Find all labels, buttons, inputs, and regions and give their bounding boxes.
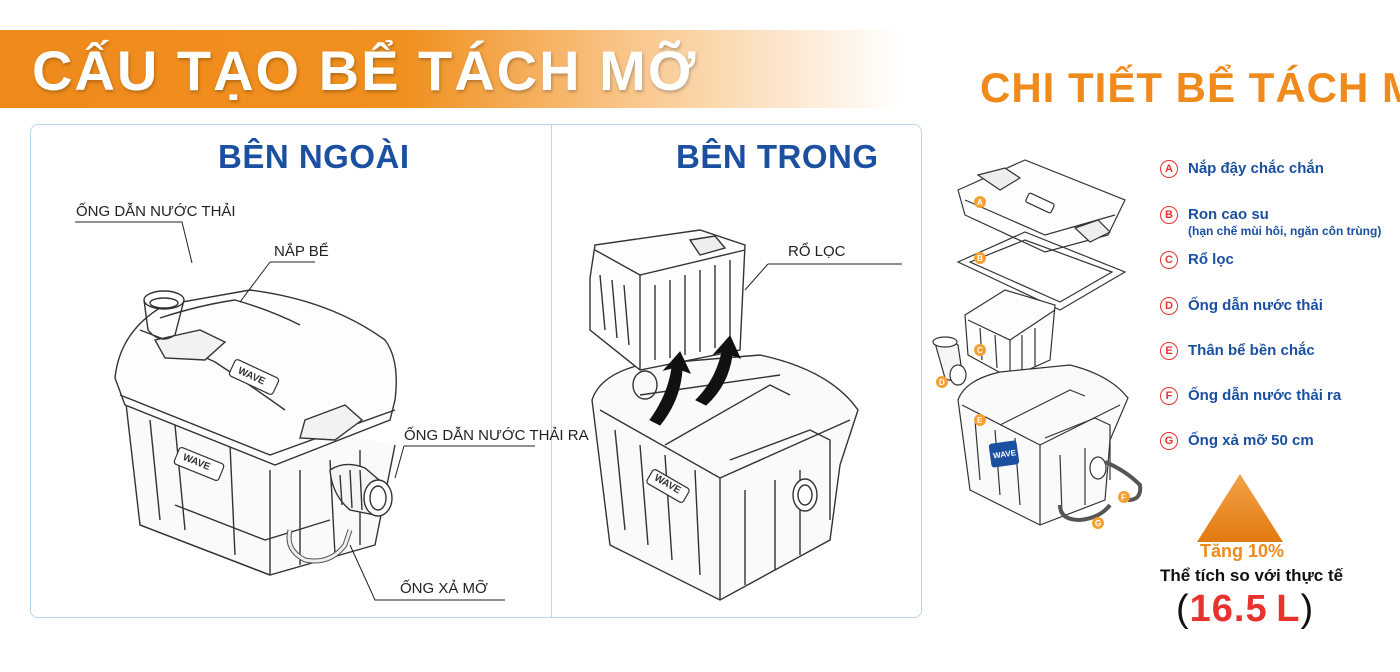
legend-letter-c: C (1160, 251, 1178, 269)
volume-open-paren: ( (1176, 588, 1190, 630)
marker-d: D (939, 378, 945, 387)
detail-title: CHI TIẾT BỂ TÁCH MỠ (980, 64, 1400, 111)
marker-b: B (977, 254, 983, 263)
volume-unit: L (1276, 588, 1301, 630)
legend-text-f: Ống dẫn nước thải ra (1188, 387, 1342, 404)
marker-e: E (977, 416, 983, 425)
panel-divider (551, 124, 552, 618)
outside-brand-marks (173, 359, 280, 482)
label-grease-pipe: ỐNG XẢ MỠ (400, 580, 488, 597)
volume-value: (16.5 L) (1176, 588, 1314, 631)
legend-text-c: Rổ lọc (1188, 251, 1234, 268)
legend-letter-f: F (1160, 387, 1178, 405)
outside-leader-lines (75, 221, 535, 601)
label-filter-basket: RỔ LỌC (788, 243, 846, 260)
legend-item-f: F Ống dẫn nước thải ra (1160, 387, 1341, 405)
inside-leader-lines (744, 263, 902, 291)
lift-arrows (649, 335, 741, 426)
outside-section-title: BÊN NGOÀI (218, 138, 410, 175)
legend-text-g: Ống xả mỡ 50 cm (1188, 432, 1314, 449)
legend-letter-d: D (1160, 297, 1178, 315)
legend-item-c: C Rổ lọc (1160, 251, 1234, 269)
inside-tank-illustration (589, 229, 859, 601)
page-title: CẤU TẠO BỂ TÁCH MỠ (32, 39, 698, 102)
label-inlet-pipe: ỐNG DẪN NƯỚC THẢI (76, 203, 236, 220)
increase-triangle (1197, 474, 1283, 542)
volume-caption: Thể tích so với thực tế (1160, 566, 1344, 585)
legend-item-d: D Ống dẫn nước thải (1160, 297, 1323, 315)
header-banner (0, 30, 900, 108)
exploded-illustration (932, 159, 1143, 526)
legend-text-d: Ống dẫn nước thải (1188, 297, 1323, 314)
exploded-brand-text: WAVE (993, 448, 1018, 460)
legend-item-e: E Thân bể bền chắc (1160, 342, 1315, 360)
inside-section-title: BÊN TRONG (676, 138, 879, 175)
volume-close-paren: ) (1300, 588, 1315, 630)
label-lid: NẮP BỂ (274, 243, 329, 260)
exploded-brand-mark: WAVE (988, 440, 1020, 468)
increase-label: Tăng 10% (1200, 541, 1285, 561)
legend-text-b: Ron cao su (1188, 206, 1269, 223)
legend-item-a: A Nắp đậy chắc chắn (1160, 160, 1324, 178)
label-outlet-pipe: ỐNG DẪN NƯỚC THẢI RA (404, 427, 589, 444)
part-markers: A B C D E F G (936, 196, 1130, 529)
structure-panel (30, 124, 922, 618)
marker-f: F (1121, 493, 1126, 502)
marker-c: C (977, 346, 983, 355)
legend-text-e: Thân bể bền chắc (1188, 342, 1315, 359)
volume-number: 16.5 (1189, 588, 1268, 630)
marker-a: A (977, 198, 983, 207)
legend-letter-e: E (1160, 342, 1178, 360)
legend-item-g: G Ống xả mỡ 50 cm (1160, 432, 1314, 450)
legend-letter-b: B (1160, 206, 1178, 224)
legend-letter-a: A (1160, 160, 1178, 178)
legend-sub-b: (hạn chế mùi hôi, ngăn côn trùng) (1188, 224, 1382, 238)
marker-g: G (1095, 519, 1101, 528)
inside-brand-mark (646, 469, 690, 503)
legend-letter-g: G (1160, 432, 1178, 450)
outside-tank-illustration (114, 289, 397, 576)
legend-text-a: Nắp đậy chắc chắn (1188, 160, 1324, 177)
legend-item-b: B Ron cao su (hạn chế mùi hôi, ngăn côn … (1160, 206, 1381, 238)
